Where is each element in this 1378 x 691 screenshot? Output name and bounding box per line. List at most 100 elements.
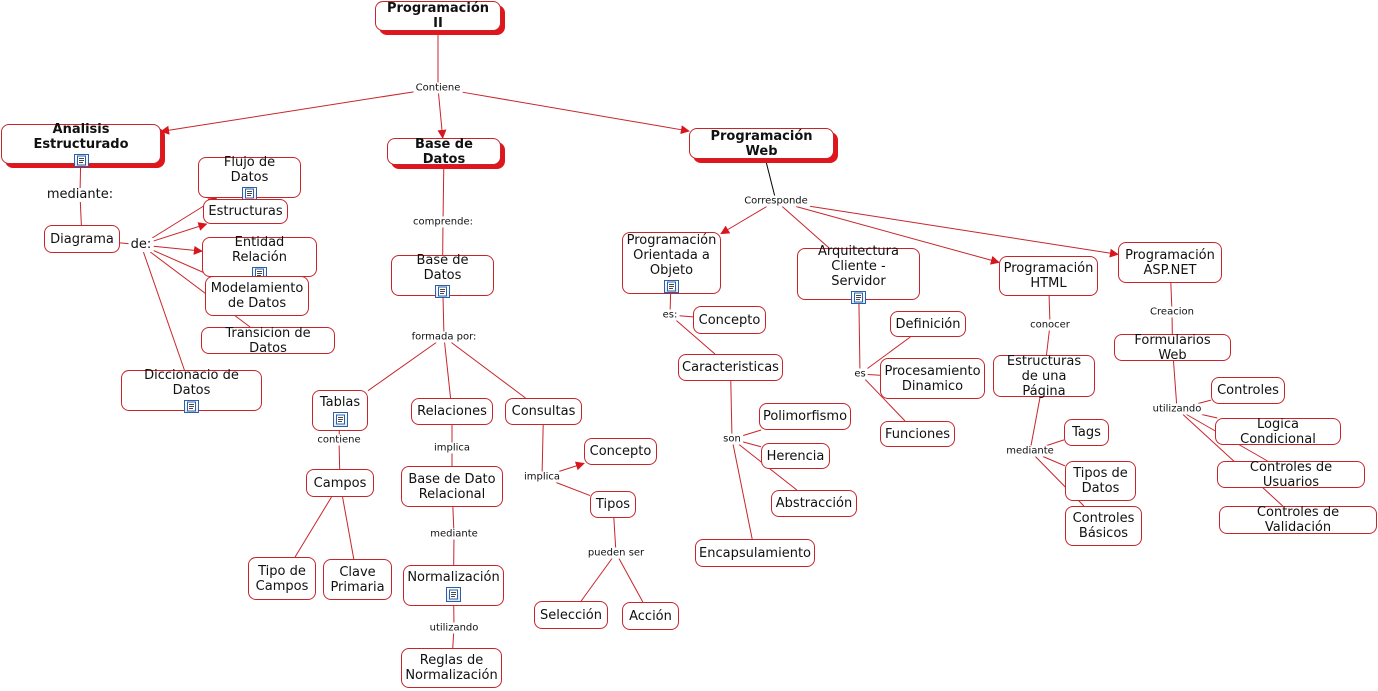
concept-seleccion[interactable]: Selección — [534, 601, 608, 629]
concept-abstraccion[interactable]: Abstracción — [771, 490, 857, 517]
connector-formada-tablas — [367, 342, 437, 392]
concept-analisis-estructurado[interactable]: Analisis Estructurado — [1, 122, 161, 167]
link-de: de: — [128, 237, 154, 252]
concept-diagrama[interactable]: Diagrama — [44, 225, 120, 253]
connector-corresponde-poo — [720, 206, 767, 235]
connector-contiene_t-campos — [338, 445, 341, 470]
concept-controles[interactable]: Controles — [1211, 377, 1285, 404]
connector-utilizando_f-logica — [1201, 414, 1218, 419]
concept-flujo-de-datos[interactable]: Flujo de Datos — [198, 155, 301, 200]
connector-caracteristicas-son — [730, 380, 733, 434]
connector-conocer-estructuras_pag — [1045, 330, 1050, 356]
concept-base-de-datos-main[interactable]: Base de Datos — [387, 137, 501, 167]
concept-base-de-datos[interactable]: Base de Datos — [391, 253, 494, 298]
concept-reglas-de-normalizacion[interactable]: Reglas de Normalización — [401, 648, 502, 688]
concept-base-de-dato-relacional[interactable]: Base de Dato Relacional — [401, 466, 503, 507]
connector-tipos-pueden — [613, 517, 617, 548]
concept-arquitectura-cliente-servidor[interactable]: Arquitectura Cliente - Servidor — [797, 244, 920, 304]
concept-campos[interactable]: Campos — [306, 469, 374, 497]
concept-estructuras[interactable]: Estructuras — [203, 199, 288, 224]
concept-procesamiento-dinamico[interactable]: Procesamiento Dinamico — [880, 358, 985, 399]
connector-contiene-bd_main — [437, 93, 447, 139]
link-comprende: comprende: — [411, 216, 475, 228]
concept-tablas[interactable]: Tablas — [312, 390, 368, 431]
concept-accion[interactable]: Acción — [622, 602, 679, 630]
document-icon[interactable] — [664, 280, 679, 293]
concept-encapsulamiento[interactable]: Encapsulamiento — [695, 539, 815, 567]
concept-controles-basicos[interactable]: Controles Básicos — [1065, 506, 1142, 546]
concept-modelamiento-de-datos[interactable]: Modelamiento de Datos — [205, 276, 309, 316]
document-icon[interactable] — [184, 400, 199, 413]
concept-tags[interactable]: Tags — [1064, 419, 1109, 446]
connector-formada-relaciones — [444, 342, 452, 399]
document-icon[interactable] — [435, 285, 450, 298]
link-contiene: Contiene — [413, 82, 463, 94]
concept-clave-primaria[interactable]: Clave Primaria — [323, 559, 392, 600]
concept-transicion-de-datos[interactable]: Transicion de Datos — [201, 326, 335, 356]
concept-consultas[interactable]: Consultas — [505, 398, 582, 425]
link-corresponde: Corresponde — [742, 195, 810, 207]
concept-logica-condicional[interactable]: Logica Condicional — [1215, 417, 1341, 447]
concept-definicion[interactable]: Definición — [890, 311, 966, 337]
link-implica-consultas: implica — [521, 471, 563, 483]
concept-programacion-web[interactable]: Programación Web — [689, 128, 834, 159]
concept-funciones[interactable]: Funciones — [880, 421, 955, 447]
connector-mediante_h-tipos_datos — [1042, 456, 1066, 467]
connector-pueden-seleccion — [580, 558, 613, 602]
connector-son-encapsulamiento — [732, 444, 753, 540]
concept-formularios-web[interactable]: Formularios Web — [1114, 333, 1231, 363]
link-pueden-ser: pueden ser — [585, 547, 647, 559]
concept-relaciones[interactable]: Relaciones — [411, 398, 493, 425]
concept-diccionario-de-datos[interactable]: Diccionacio de Datos — [121, 368, 262, 413]
connector-son-polimorfismo — [742, 429, 762, 437]
connector-arquitectura-es_a — [858, 299, 861, 369]
concept-programacion-html[interactable]: Programación HTML — [999, 256, 1098, 296]
connector-bd_relacional-mediante_r — [452, 506, 455, 529]
concept-estructuras-de-una-pagina[interactable]: Estructuras de una Página — [993, 354, 1095, 399]
concept-controles-de-validacion[interactable]: Controles de Validación — [1219, 505, 1377, 535]
connector-consultas-implica_c — [541, 424, 544, 472]
concept-herencia[interactable]: Herencia — [761, 443, 830, 469]
concept-normalizacion[interactable]: Normalización — [403, 565, 504, 606]
link-conocer: conocer — [1028, 319, 1072, 331]
connector-campos-tipo_campos — [294, 496, 332, 558]
link-es-arquitectura: es — [852, 368, 868, 380]
link-son: son — [721, 433, 743, 445]
concept-tipos[interactable]: Tipos — [590, 491, 636, 518]
concept-tipos-de-datos[interactable]: Tipos de Datos — [1065, 461, 1136, 501]
document-icon[interactable] — [332, 411, 348, 427]
concept-concepto-consultas[interactable]: Concepto — [584, 438, 657, 465]
link-creacion: Creacion — [1148, 306, 1196, 318]
concept-caracteristicas[interactable]: Caracteristicas — [678, 354, 783, 381]
connector-es_p-concepto_p — [679, 315, 694, 318]
connector-html-conocer — [1048, 295, 1051, 320]
connector-de-entidad — [153, 245, 203, 255]
connector-utilizando_n-reglas — [452, 633, 455, 649]
document-icon[interactable] — [73, 153, 89, 167]
connector-aspnet-creacion — [1170, 282, 1173, 307]
concept-controles-de-usuarios[interactable]: Controles de Usuarios — [1217, 460, 1365, 490]
concept-polimorfismo[interactable]: Polimorfismo — [759, 403, 851, 430]
link-formada-por: formada por: — [409, 331, 479, 343]
link-utilizando-normalizacion: utilizando — [427, 622, 481, 634]
document-icon[interactable] — [851, 291, 866, 304]
connector-son-herencia — [742, 441, 762, 448]
concept-tipo-de-campos[interactable]: Tipo de Campos — [248, 557, 316, 600]
connector-bd_sub-formada — [442, 295, 445, 332]
concept-programacion-ii[interactable]: Programación II — [375, 1, 501, 31]
link-utilizando-formularios: utilizando — [1150, 403, 1204, 415]
link-mediante-relacional: mediante — [428, 528, 480, 540]
connector-web-corresponde — [764, 158, 776, 196]
connector-pueden-accion — [618, 558, 644, 603]
concept-programacion-orientada-a-objeto[interactable]: Programación Orientada a Objeto — [622, 232, 721, 294]
document-icon[interactable] — [446, 586, 461, 602]
connector-corresponde-arquitectura — [781, 206, 830, 249]
concept-programacion-aspnet[interactable]: Programación ASP.NET — [1118, 242, 1222, 283]
connector-formularios-utilizando_f — [1172, 360, 1178, 404]
concept-entidad-relacion[interactable]: Entidad Relación — [202, 235, 317, 280]
connector-bd_main-comprende — [442, 164, 445, 217]
connector-campos-clave — [342, 496, 355, 560]
connector-implica_c-tipos — [556, 482, 591, 497]
concept-concepto-poo[interactable]: Concepto — [693, 306, 766, 334]
